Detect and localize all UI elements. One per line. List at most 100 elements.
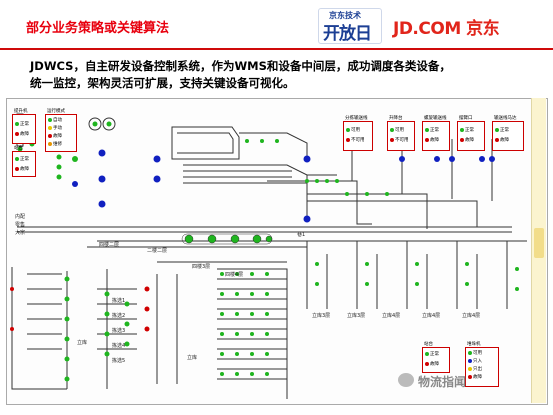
wechat-icon bbox=[398, 373, 414, 387]
description-line-2: 统一监控，架构灵活可扩展，支持关键设备可视化。 bbox=[30, 76, 295, 90]
legend-spiral-ok: 正常 bbox=[425, 127, 439, 133]
legend-lift2-ok-label: 可用 bbox=[395, 128, 404, 133]
wcs-layout-diagram bbox=[10, 113, 527, 399]
label-shelf-left: 立库 bbox=[77, 340, 88, 346]
legend-run-repair-label: 维修 bbox=[53, 142, 62, 147]
legend-door-title: 摆臂口 bbox=[459, 116, 473, 121]
header-divider bbox=[0, 48, 553, 50]
jd-tech-open-day-logo: 京东技术 开放日 bbox=[318, 8, 382, 44]
legend-stack-out-label: 只出 bbox=[473, 367, 482, 372]
watermark: 物流指闻 bbox=[418, 375, 467, 389]
legend-door-fault: 故障 bbox=[460, 137, 474, 143]
label-shelf-a: 立库3层 bbox=[312, 313, 331, 319]
label-pick-1: 拣选1 bbox=[112, 298, 126, 304]
label-pick-2: 拣选2 bbox=[112, 313, 126, 319]
legend-conv-fault-label: 故障 bbox=[500, 138, 509, 143]
legend-run-manual-label: 手动 bbox=[53, 126, 62, 131]
label-inbound: 内配 bbox=[15, 214, 26, 220]
legend-run-mode: 运行模式 自动 手动 故障 维修 bbox=[45, 109, 77, 152]
legend-station-2: 站台 正常 故障 bbox=[422, 342, 450, 373]
legend-sort-title: 分拣输送线 bbox=[345, 116, 368, 121]
legend-run-manual: 手动 bbox=[48, 125, 62, 131]
legend-lift: 提升机 正常 故障 bbox=[12, 109, 36, 144]
label-level-a: 四楼二层 bbox=[99, 242, 120, 248]
legend-station-title: 站台 bbox=[14, 146, 23, 151]
legend-run-title: 运行模式 bbox=[47, 109, 65, 114]
legend-spiral-ok-label: 正常 bbox=[430, 128, 439, 133]
logo-top-text: 京东技术 bbox=[329, 11, 361, 20]
legend-stack-ok: 可用 bbox=[468, 350, 482, 356]
legend-station2-fault-label: 故障 bbox=[430, 362, 439, 367]
legend-spiral-fault: 故障 bbox=[425, 137, 439, 143]
scrollbar-thumb[interactable] bbox=[534, 228, 544, 258]
label-shelf-d: 立库4层 bbox=[422, 313, 441, 319]
label-shelf-c: 立库4层 bbox=[382, 313, 401, 319]
legend-conv-title: 输送线马达 bbox=[494, 116, 517, 121]
legend-conveyor-motor: 输送线马达 正常 故障 bbox=[492, 116, 524, 151]
label-shelf-e: 立库4层 bbox=[462, 313, 481, 319]
legend-sort-no: 不可用 bbox=[346, 137, 365, 143]
page-title: 部分业务策略或关键算法 bbox=[26, 21, 170, 36]
legend-conv-ok-label: 正常 bbox=[500, 128, 509, 133]
vertical-scrollbar[interactable] bbox=[531, 98, 546, 403]
legend-run-auto-label: 自动 bbox=[53, 118, 62, 123]
legend-door: 摆臂口 正常 故障 bbox=[457, 116, 485, 151]
legend-lift-title: 提升机 bbox=[14, 109, 28, 114]
legend-station-fault-label: 故障 bbox=[20, 167, 29, 172]
legend-lift2-no: 不可用 bbox=[390, 137, 409, 143]
legend-run-repair: 维修 bbox=[48, 141, 62, 147]
legend-station-ok: 正常 bbox=[15, 156, 29, 162]
legend-run-fault: 故障 bbox=[48, 133, 62, 139]
legend-conv-ok: 正常 bbox=[495, 127, 509, 133]
legend-station2-ok: 正常 bbox=[425, 351, 439, 357]
legend-stack-in: 只入 bbox=[468, 358, 482, 364]
label-retail: 零售 bbox=[15, 222, 26, 228]
legend-lift2-ok: 可用 bbox=[390, 127, 404, 133]
description: JDWCS，自主研发设备控制系统，作为WMS和设备中间层，成功调度各类设备， 统… bbox=[30, 58, 530, 92]
legend-sort-ok: 可用 bbox=[346, 127, 360, 133]
logo-big-text: 开放日 bbox=[323, 24, 372, 44]
legend-door-fault-label: 故障 bbox=[465, 138, 474, 143]
legend-stack-fault: 故障 bbox=[468, 374, 482, 380]
label-level-b: 二楼二层 bbox=[147, 248, 168, 254]
legend-door-ok: 正常 bbox=[460, 127, 474, 133]
wcs-monitor-panel[interactable]: 提升机 正常 故障 站台 正常 故障 运行模式 自动 手动 故障 维修 分拣输送… bbox=[6, 98, 548, 405]
legend-stack-title: 堆垛机 bbox=[467, 342, 481, 347]
legend-stack-in-label: 只入 bbox=[473, 359, 482, 364]
legend-station2-fault: 故障 bbox=[425, 361, 439, 367]
legend-station-fault: 故障 bbox=[15, 166, 29, 172]
legend-lift2-title: 升降台 bbox=[389, 116, 403, 121]
legend-lift2-no-label: 不可用 bbox=[395, 138, 409, 143]
legend-run-auto: 自动 bbox=[48, 117, 62, 123]
label-bay: 巷1 bbox=[297, 232, 306, 238]
legend-door-ok-label: 正常 bbox=[465, 128, 474, 133]
description-line-1: JDWCS，自主研发设备控制系统，作为WMS和设备中间层，成功调度各类设备， bbox=[30, 59, 451, 73]
legend-sort-no-label: 不可用 bbox=[351, 138, 365, 143]
legend-spiral: 螺旋输送线 正常 故障 bbox=[422, 116, 450, 151]
legend-stack-out: 只出 bbox=[468, 366, 482, 372]
legend-station-ok-label: 正常 bbox=[20, 157, 29, 162]
legend-lift-fault: 故障 bbox=[15, 131, 29, 137]
label-bulk: 大宗 bbox=[15, 230, 26, 236]
label-pick-4: 拣选4 bbox=[112, 343, 126, 349]
label-shelf-right: 立库 bbox=[187, 355, 198, 361]
label-pick-3: 拣选3 bbox=[112, 328, 126, 334]
legend-lift-platform: 升降台 可用 不可用 bbox=[387, 116, 415, 151]
legend-sort-line: 分拣输送线 可用 不可用 bbox=[343, 116, 373, 151]
legend-station2-title: 站台 bbox=[424, 342, 433, 347]
legend-stack-fault-label: 故障 bbox=[473, 375, 482, 380]
legend-stacker: 堆垛机 可用 只入 只出 故障 bbox=[465, 342, 499, 387]
label-pick-5: 拣选5 bbox=[112, 358, 126, 364]
legend-run-fault-label: 故障 bbox=[53, 134, 62, 139]
legend-lift-ok: 正常 bbox=[15, 121, 29, 127]
label-level-3: 四楼3层 bbox=[192, 264, 211, 270]
legend-sort-ok-label: 可用 bbox=[351, 128, 360, 133]
legend-spiral-fault-label: 故障 bbox=[430, 138, 439, 143]
jd-logo: JD.COM 京东 bbox=[393, 19, 500, 39]
legend-station2-ok-label: 正常 bbox=[430, 352, 439, 357]
legend-spiral-title: 螺旋输送线 bbox=[424, 116, 447, 121]
legend-conv-fault: 故障 bbox=[495, 137, 509, 143]
slide-header: 部分业务策略或关键算法 京东技术 开放日 JD.COM 京东 bbox=[0, 0, 553, 48]
legend-stack-ok-label: 可用 bbox=[473, 351, 482, 356]
label-level-4: 四楼4层 bbox=[225, 272, 244, 278]
